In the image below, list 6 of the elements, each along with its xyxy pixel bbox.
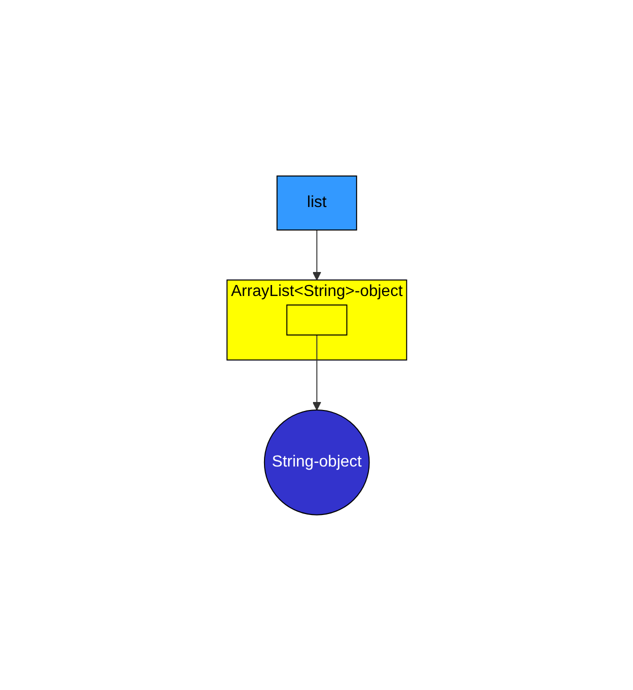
arrow [312, 229, 321, 280]
cluster: ArrayList<String>-object [226, 279, 407, 360]
node-box: list [276, 175, 357, 230]
arrow [312, 334, 321, 410]
node-box [286, 304, 347, 336]
node-circle: String-object [264, 409, 370, 515]
